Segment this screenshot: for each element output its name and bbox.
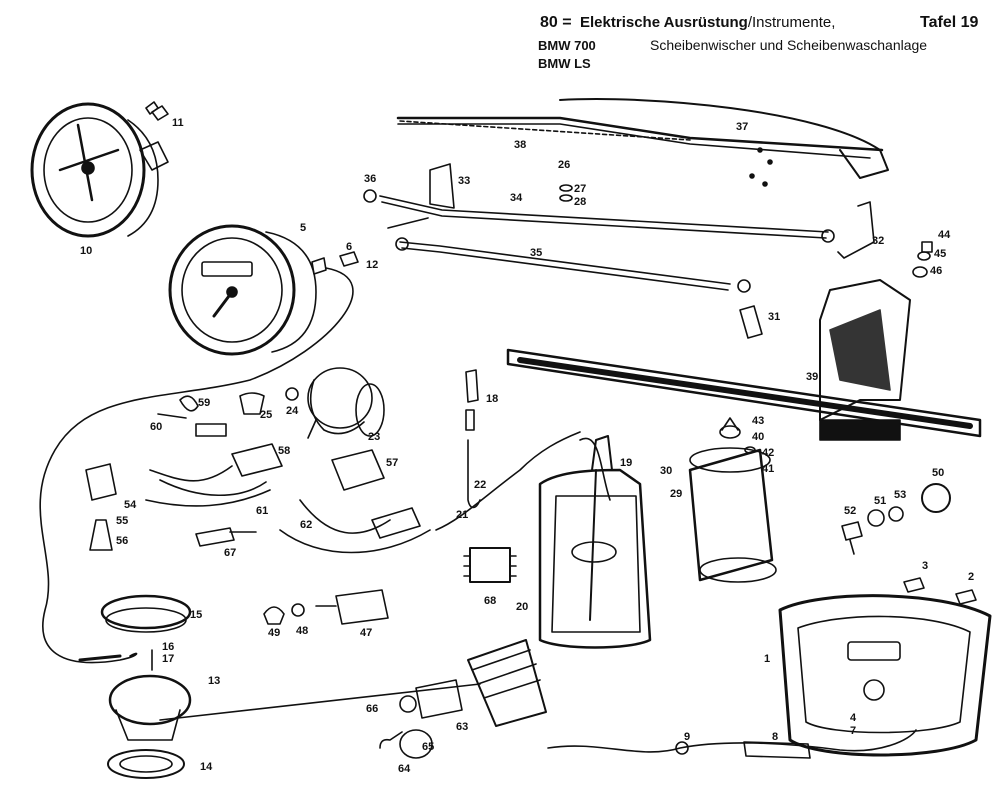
part-label: 34 bbox=[510, 192, 523, 204]
part-label: 32 bbox=[872, 235, 884, 247]
part-label: 13 bbox=[208, 675, 220, 687]
part-label: 22 bbox=[474, 479, 486, 491]
part-label: 2 bbox=[968, 571, 974, 583]
part-labels: 1 2 3 4 5 6 7 8 9 10 11 12 13 14 15 16 1… bbox=[80, 117, 974, 775]
part-label: 60 bbox=[150, 421, 162, 433]
part-label: 63 bbox=[456, 721, 468, 733]
washer-reservoir-part-20 bbox=[538, 435, 652, 649]
part-label: 31 bbox=[768, 311, 780, 323]
speedometer-drive-cable bbox=[547, 729, 917, 753]
part-label: 29 bbox=[670, 488, 682, 500]
part-label: 46 bbox=[930, 265, 942, 277]
part-label: 18 bbox=[486, 393, 498, 405]
part-label: 35 bbox=[530, 247, 542, 259]
part-label: 58 bbox=[278, 445, 290, 457]
part-label: 19 bbox=[620, 457, 632, 469]
wiper-bracket-part-39 bbox=[506, 279, 982, 441]
group-number: 80 = bbox=[540, 14, 572, 31]
part-label: 65 bbox=[422, 741, 434, 753]
wiper-blade-part-38 bbox=[396, 98, 889, 179]
part-label: 49 bbox=[268, 627, 280, 639]
part-label: 7 bbox=[850, 725, 856, 737]
part-label: 25 bbox=[260, 409, 272, 421]
part-label: 61 bbox=[256, 505, 268, 517]
part-label: 24 bbox=[286, 405, 299, 417]
part-label: 33 bbox=[458, 175, 470, 187]
part-label: 62 bbox=[300, 519, 312, 531]
part-label: 20 bbox=[516, 601, 528, 613]
part-label: 47 bbox=[360, 627, 372, 639]
part-label: 10 bbox=[80, 245, 92, 257]
part-label: 41 bbox=[762, 463, 774, 475]
part-label: 3 bbox=[922, 560, 928, 572]
part-label: 39 bbox=[806, 371, 818, 383]
part-label: 9 bbox=[684, 731, 690, 743]
washer-pump-part-29 bbox=[688, 417, 777, 583]
group-title: Elektrische Ausrüstung/Instrumente, bbox=[580, 14, 836, 31]
part-label: 26 bbox=[558, 159, 570, 171]
part-label: 44 bbox=[938, 229, 951, 241]
part-label: 17 bbox=[162, 653, 174, 665]
part-label: 30 bbox=[660, 465, 672, 477]
part-label: 16 bbox=[162, 641, 174, 653]
part-label: 36 bbox=[364, 173, 376, 185]
part-label: 51 bbox=[874, 495, 886, 507]
part-label: 59 bbox=[198, 397, 210, 409]
plate-number: Tafel 19 bbox=[920, 14, 979, 31]
part-label: 54 bbox=[124, 499, 137, 511]
part-label: 15 bbox=[190, 609, 202, 621]
part-label: 21 bbox=[456, 509, 468, 521]
part-label: 48 bbox=[296, 625, 308, 637]
part-label: 64 bbox=[398, 763, 411, 775]
switch-assembly-parts-57-58 bbox=[145, 431, 581, 554]
part-label: 38 bbox=[514, 139, 526, 151]
wiper-motor-part-23 bbox=[307, 367, 385, 439]
part-label: 40 bbox=[752, 431, 764, 443]
part-label: 12 bbox=[366, 259, 378, 271]
part-label: 67 bbox=[224, 547, 236, 559]
model-bmw-700: BMW 700 bbox=[538, 38, 596, 53]
part-label: 66 bbox=[366, 703, 378, 715]
part-label: 27 bbox=[574, 183, 586, 195]
part-label: 53 bbox=[894, 489, 906, 501]
group-title-line2: Scheibenwischer und Scheibenwaschanlage bbox=[650, 37, 928, 53]
part-label: 8 bbox=[772, 731, 778, 743]
part-label: 28 bbox=[574, 196, 586, 208]
part-label: 43 bbox=[752, 415, 764, 427]
part-label: 4 bbox=[850, 712, 857, 724]
part-label: 1 bbox=[764, 653, 770, 665]
part-label: 52 bbox=[844, 505, 856, 517]
part-label: 55 bbox=[116, 515, 128, 527]
part-label: 5 bbox=[300, 222, 306, 234]
part-label: 14 bbox=[200, 761, 213, 773]
part-label: 50 bbox=[932, 467, 944, 479]
speedometer-part-5 bbox=[168, 224, 327, 356]
part-label: 68 bbox=[484, 595, 496, 607]
speedometer-small-part-10 bbox=[30, 102, 169, 238]
model-bmw-ls: BMW LS bbox=[538, 56, 591, 71]
wiper-linkage-parts-34-35 bbox=[363, 163, 875, 293]
part-label: 11 bbox=[172, 117, 184, 129]
part-label: 6 bbox=[346, 241, 352, 253]
part-label: 56 bbox=[116, 535, 128, 547]
speedometer-cable bbox=[39, 267, 354, 664]
instrument-cluster-part-1 bbox=[778, 594, 992, 757]
part-label: 42 bbox=[762, 447, 774, 459]
part-label: 37 bbox=[736, 121, 748, 133]
part-label: 45 bbox=[934, 248, 946, 260]
part-label: 23 bbox=[368, 431, 380, 443]
part-label: 57 bbox=[386, 457, 398, 469]
fuel-gauge-parts-13-15 bbox=[100, 594, 192, 779]
